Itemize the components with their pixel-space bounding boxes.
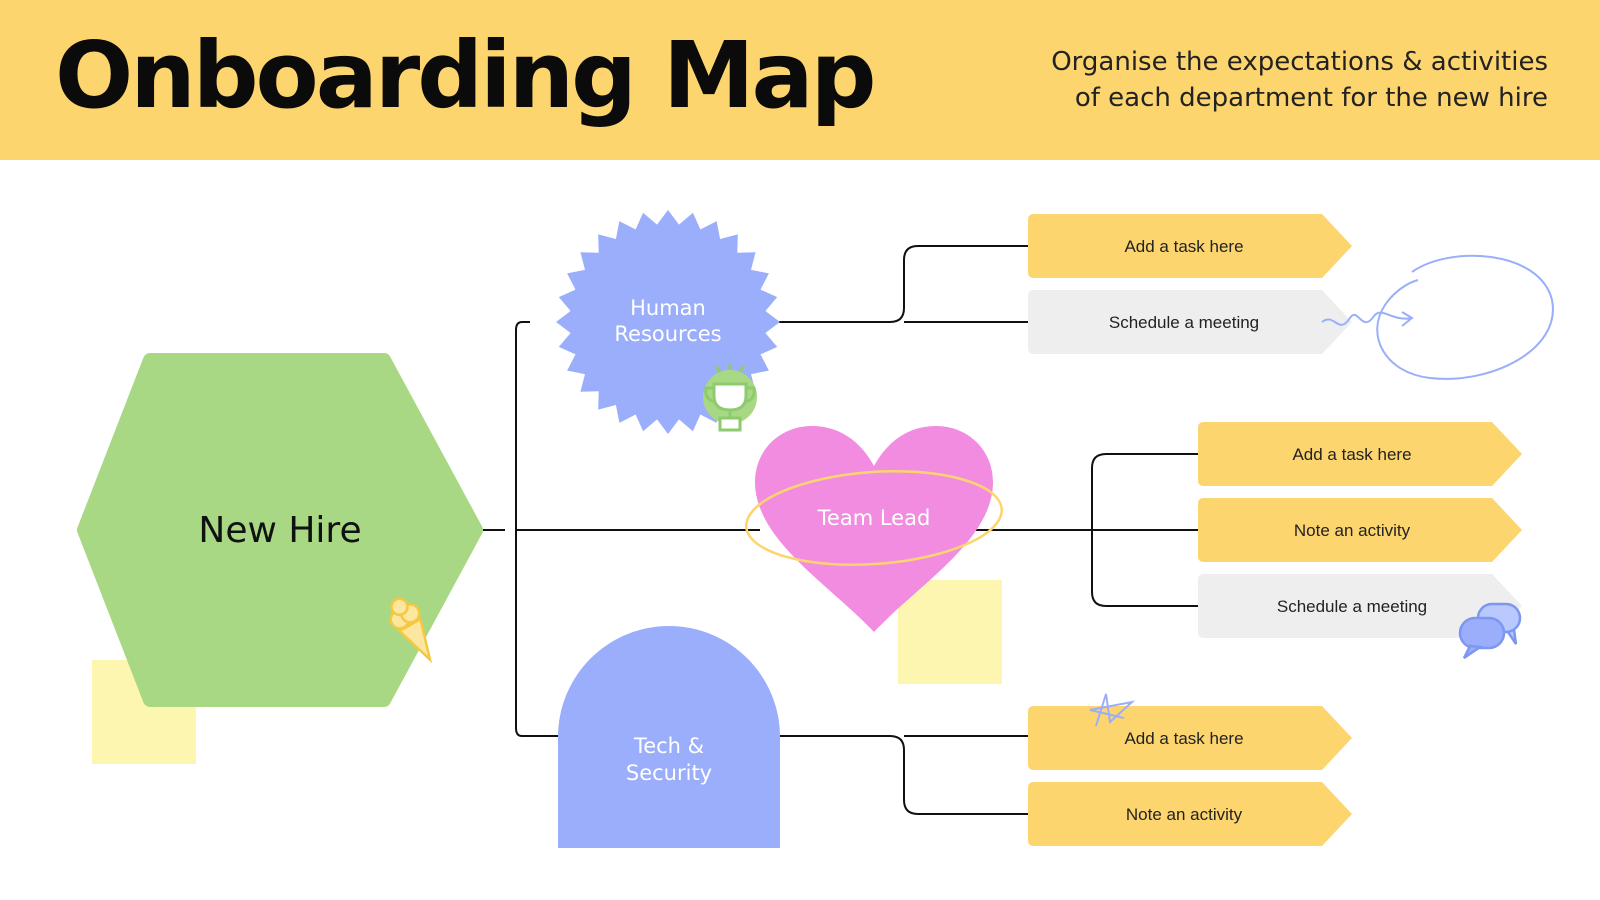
hr-item-2-label: Schedule a meeting — [1109, 313, 1259, 332]
lead-item-1-tag[interactable] — [1198, 422, 1522, 486]
connector-tech — [780, 735, 1030, 815]
trophy-icon — [703, 363, 757, 432]
lead-item-3-tag[interactable] — [1198, 574, 1522, 638]
tech-item-2-tag[interactable] — [1028, 782, 1352, 846]
team-lead-label: Team Lead — [817, 506, 931, 530]
sticky-note-right[interactable] — [898, 580, 1002, 684]
chat-bubbles-icon — [1458, 602, 1522, 660]
hr-label-line-1: Human — [630, 296, 706, 320]
hr-item-1-label: Add a task here — [1124, 237, 1243, 256]
hr-item-2-tag[interactable] — [1028, 290, 1352, 354]
team-lead-heart[interactable] — [755, 426, 993, 632]
new-hire-label: New Hire — [198, 510, 361, 551]
subtitle-line-1: Organise the expectations & activities — [1051, 47, 1548, 77]
page-title: Onboarding Map — [55, 22, 876, 129]
subtitle-line-2: of each department for the new hire — [1074, 83, 1548, 113]
star-doodle — [1089, 693, 1136, 727]
lead-item-1-label: Add a task here — [1292, 445, 1411, 464]
lead-item-2-label: Note an activity — [1294, 521, 1411, 540]
tech-security-arch[interactable] — [558, 626, 780, 848]
lead-item-2-tag[interactable] — [1198, 498, 1522, 562]
tech-label-line-1: Tech & — [633, 734, 704, 758]
connector-lead — [975, 453, 1200, 607]
connector-hr — [770, 245, 1030, 323]
tech-label-line-2: Security — [626, 761, 712, 785]
new-hire-hexagon[interactable] — [77, 353, 483, 707]
page-subtitle: Organise the expectations & activities o… — [1051, 44, 1548, 116]
lead-item-3-label: Schedule a meeting — [1277, 597, 1427, 616]
tech-item-1-label: Add a task here — [1124, 729, 1243, 748]
hr-label-line-2: Resources — [614, 322, 721, 346]
connectors — [470, 245, 1200, 815]
hr-item-1-tag[interactable] — [1028, 214, 1352, 278]
circle-doodle — [1321, 254, 1554, 380]
team-lead-scribble-ring — [745, 470, 1003, 566]
tech-item-2-label: Note an activity — [1126, 805, 1243, 824]
ice-cream-icon — [389, 597, 433, 664]
connector-trunk-vertical — [515, 321, 760, 737]
header-banner: Onboarding Map Organise the expectations… — [0, 0, 1600, 160]
